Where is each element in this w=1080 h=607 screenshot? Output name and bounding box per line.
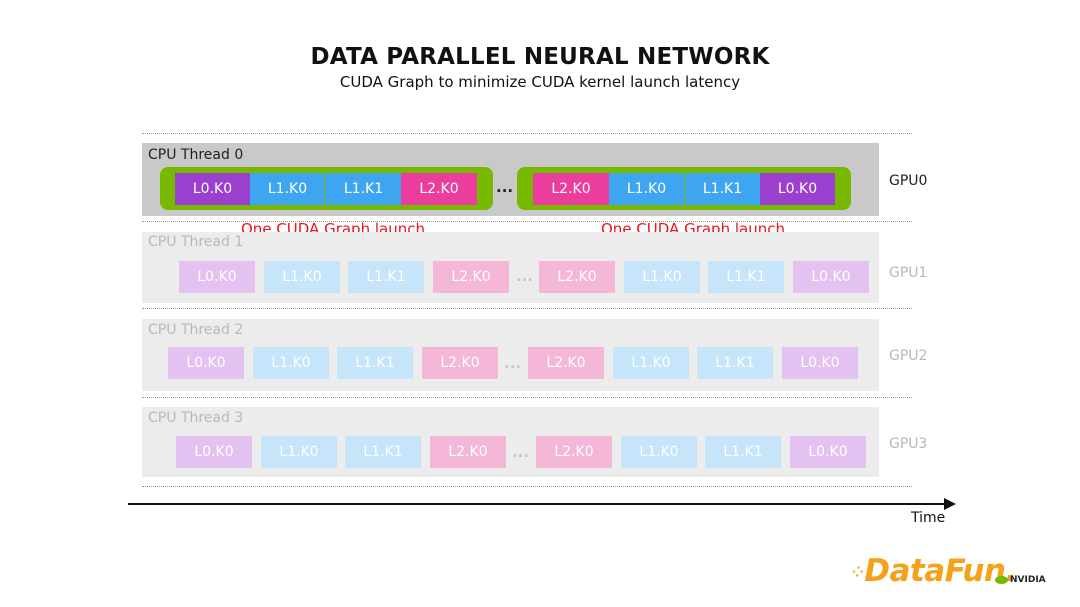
kernel-block: L0.K0 — [793, 261, 869, 293]
gpu3-label: GPU3 — [889, 436, 928, 452]
kernel-block: L2.K0 — [533, 173, 609, 205]
cpu-thread-3-label: CPU Thread 3 — [148, 410, 244, 426]
kernel-block: L2.K0 — [433, 261, 509, 293]
row-divider — [142, 397, 912, 398]
time-axis — [128, 503, 946, 505]
gpu0-label: GPU0 — [889, 173, 928, 189]
ellipsis: ... — [496, 178, 514, 196]
kernel-block: L2.K0 — [422, 347, 498, 379]
gpu2-label: GPU2 — [889, 348, 928, 364]
kernel-block: L1.K1 — [705, 436, 781, 468]
time-axis-label: Time — [911, 510, 946, 526]
kernel-block: L2.K0 — [528, 347, 604, 379]
kernel-block: L0.K0 — [168, 347, 244, 379]
kernel-block: L1.K1 — [345, 436, 421, 468]
nvidia-logo: NVIDIA — [1010, 575, 1046, 585]
datafun-logo: ⁘DataFun. — [852, 553, 1017, 589]
kernel-block: L1.K0 — [253, 347, 329, 379]
kernel-block: L0.K0 — [782, 347, 858, 379]
kernel-block: L1.K1 — [708, 261, 784, 293]
kernel-block: L2.K0 — [536, 436, 612, 468]
kernel-block: L1.K1 — [685, 173, 760, 205]
kernel-block: L0.K0 — [175, 173, 250, 205]
row-divider — [142, 221, 912, 222]
kernel-block: L1.K1 — [337, 347, 413, 379]
kernel-block: L0.K0 — [790, 436, 866, 468]
cpu-thread-2-label: CPU Thread 2 — [148, 322, 244, 338]
page-title: DATA PARALLEL NEURAL NETWORK — [310, 44, 770, 70]
kernel-block: L1.K1 — [697, 347, 773, 379]
kernel-block: L1.K1 — [348, 261, 424, 293]
kernel-block: L1.K0 — [613, 347, 689, 379]
kernel-block: L1.K0 — [264, 261, 340, 293]
kernel-block: L2.K0 — [539, 261, 615, 293]
kernel-block: L1.K0 — [609, 173, 684, 205]
cpu-thread-0-label: CPU Thread 0 — [148, 147, 244, 163]
arrow-right-icon — [944, 498, 956, 510]
nvidia-eye-icon — [995, 576, 1008, 584]
kernel-block: L1.K0 — [621, 436, 697, 468]
row-divider — [142, 133, 912, 134]
kernel-block: L2.K0 — [430, 436, 506, 468]
kernel-block: L0.K0 — [760, 173, 835, 205]
row-divider — [142, 486, 912, 487]
kernel-block: L2.K0 — [401, 173, 477, 205]
kernel-block: L0.K0 — [176, 436, 252, 468]
page-subtitle: CUDA Graph to minimize CUDA kernel launc… — [339, 73, 741, 91]
kernel-block: L1.K0 — [261, 436, 337, 468]
kernel-block: L1.K0 — [250, 173, 325, 205]
kernel-block: L1.K1 — [326, 173, 401, 205]
kernel-block: L0.K0 — [179, 261, 255, 293]
ellipsis: ... — [512, 443, 530, 461]
ellipsis: ... — [504, 354, 522, 372]
ellipsis: ... — [516, 267, 534, 285]
cpu-thread-1-label: CPU Thread 1 — [148, 234, 244, 250]
kernel-block: L1.K0 — [624, 261, 700, 293]
gpu1-label: GPU1 — [889, 265, 928, 281]
row-divider — [142, 308, 912, 309]
